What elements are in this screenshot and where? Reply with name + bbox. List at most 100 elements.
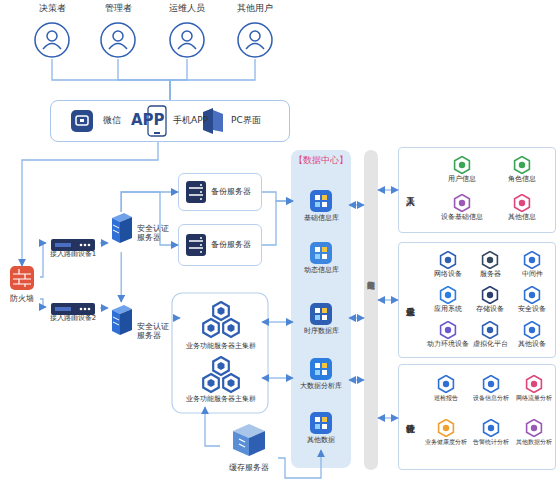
node-label: 防火墙 [10,294,34,303]
connector [349,317,364,318]
group-panel: 人工录入用户信息角色信息设备基础信息其他信息 [398,147,556,233]
item-node: 虚拟化平台 [468,321,512,354]
item-node: 用户信息 [437,156,487,188]
node-label: 网络流量分析 [516,395,552,402]
user-node: 管理者 [93,4,143,59]
client-label: PC界面 [231,115,261,125]
item-node: 网络设备 [426,251,470,284]
cluster-icon [199,301,243,339]
node-label: 基础信息库 [304,215,339,223]
node-label: 业务功能服务器主集群 [186,342,256,350]
wechat-icon [71,110,93,132]
server-cluster-node: 业务功能服务器主集群 [180,300,262,354]
connector [262,321,293,322]
item-node: 其他信息 [497,194,547,226]
pi-icon [453,156,471,174]
item-node: 角色信息 [497,156,547,188]
database-node: 动态信息库 [293,242,349,280]
node-label: 其他数据分析 [516,439,552,446]
pi-icon [482,375,500,393]
db-icon [310,358,332,384]
user-node: 决策者 [27,4,77,59]
pi-icon [437,375,455,393]
pi-icon [437,419,455,437]
pi-icon [513,194,531,212]
pi-icon [482,375,500,397]
pi-icon [523,251,541,273]
pi-icon [482,419,500,441]
cluster-frame [172,293,268,413]
node-label: 接入路由设备2 [50,314,96,322]
database-node: 基础信息库 [293,190,349,228]
pi-icon [481,251,499,273]
data-center-band: 【数据中心】基础信息库动态信息库时序数据库大数据分析库其他数据 [291,150,351,468]
node-label: 【数据中心】 [294,156,348,166]
backup-server-box: 备份服务器 [178,224,262,266]
node-label: 设备信息分析 [473,395,509,402]
user-icon [168,21,206,59]
pi-icon [481,321,499,343]
item-node: 设备信息分析 [468,375,513,415]
node-label: 存储设备 [476,306,504,314]
pi-icon [523,251,541,269]
database-node: 大数据分析库 [293,358,349,396]
item-node: 服务器 [468,251,512,284]
node-label: 管理者 [105,4,132,14]
node-label: 运维人员 [169,4,205,14]
connector [262,201,293,245]
router-icon [51,239,95,251]
connector [205,407,220,446]
router-node: 接入路由设备1 [46,234,100,264]
backup-icon [186,181,206,203]
user-icon [99,21,137,59]
db-icon [310,303,332,325]
backup-icon [186,181,206,207]
pi-icon [453,194,471,216]
node-label: 用户信息 [448,176,476,184]
node-label: 业务功能服务器主集群 [186,395,256,403]
pi-icon [523,321,541,343]
backup-server-box: 备份服务器 [178,173,262,211]
collection-bar: 数据采集与分析 [364,150,378,470]
pi-icon [439,251,457,273]
pi-icon [513,194,531,216]
db-icon [310,412,332,438]
db-icon [310,242,332,264]
db-icon [310,242,332,268]
auth-icon [108,304,134,340]
pi-icon [513,156,531,178]
client-box: 微信APP手机APPPC界面 [50,100,290,142]
pi-icon [525,375,543,393]
item-node: 应用系统 [426,286,470,319]
pi-icon [437,375,455,397]
pi-icon [525,419,543,437]
connector [174,317,180,318]
node-label: 接入路由设备1 [50,250,96,258]
node-label: 业务健康度分析 [425,439,467,446]
node-label: 动态信息库 [304,267,339,275]
pi-icon [437,419,455,441]
auth-server-node: 安全认证服务器 [108,212,174,252]
node-label: 角色信息 [508,176,536,184]
connector [262,377,293,378]
cache-server-node: 缓存服务器 [220,422,278,482]
node-label: 缓存服务器 [229,464,269,473]
group-panel: 设备信息采集网络设备服务器中间件应用系统存储设备安全设备动力环境设备虚拟化平台其… [398,242,556,358]
db-icon [310,412,332,434]
connector [40,299,46,307]
connector [378,189,398,190]
pi-icon [439,286,457,308]
backup-icon [186,234,206,260]
pi-icon [453,156,471,178]
node-label: 告警统计分析 [473,439,509,446]
group-panel: 设备统计分析巡检报告设备信息分析网络流量分析业务健康度分析告警统计分析其他数据分… [398,364,556,470]
node-label: 其他用户 [237,4,273,14]
connector [22,142,158,266]
pi-icon [523,286,541,308]
cache-icon [231,422,267,462]
router-icon [51,236,95,255]
user-icon [236,21,274,59]
router-icon [51,300,95,319]
node-label: 动力环境设备 [427,341,469,349]
